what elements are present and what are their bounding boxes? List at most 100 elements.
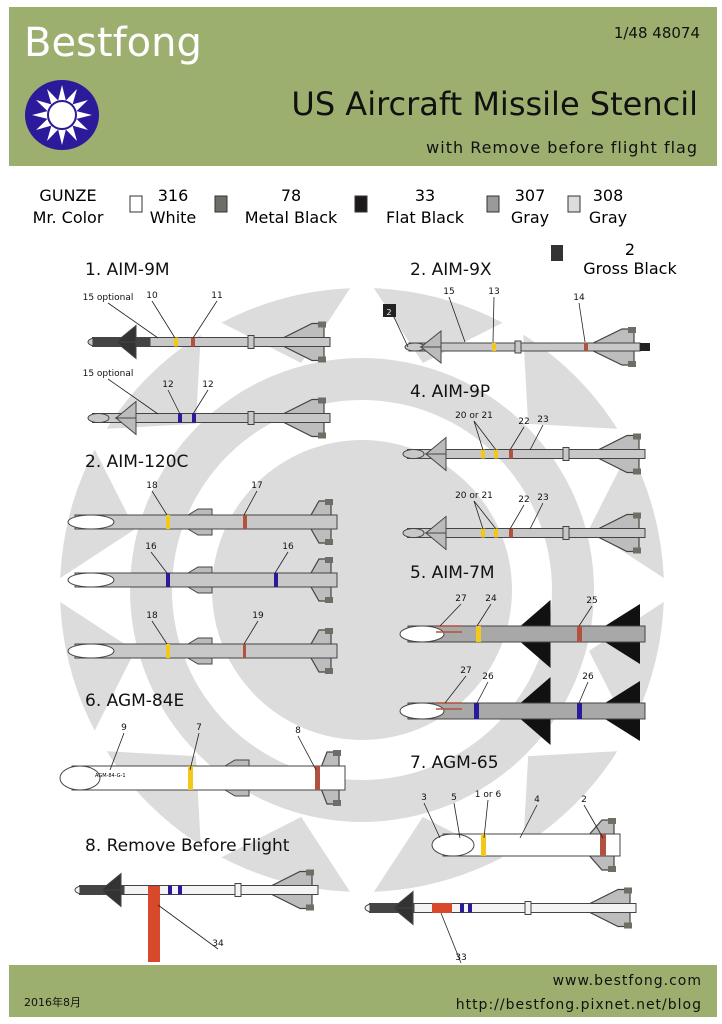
callout-number: 27 bbox=[460, 666, 471, 676]
callout-number: 16 bbox=[282, 542, 294, 552]
callout-number: 15 optional bbox=[83, 293, 134, 303]
paint-swatch bbox=[354, 195, 368, 213]
legend-brand: GUNZE bbox=[39, 186, 96, 205]
stencil-band bbox=[468, 903, 472, 913]
stencil-band bbox=[168, 885, 172, 895]
footer-blog-link[interactable]: http://bestfong.pixnet.net/blog bbox=[456, 997, 702, 1013]
stencil-band bbox=[166, 515, 170, 529]
section-title: 8. Remove Before Flight bbox=[85, 836, 290, 856]
stencil-band bbox=[191, 337, 195, 347]
page-title: US Aircraft Missile Stencil bbox=[291, 85, 698, 123]
stencil-band bbox=[481, 528, 485, 538]
paint-swatch bbox=[129, 195, 143, 213]
stencil-band bbox=[492, 343, 496, 351]
header-banner bbox=[9, 7, 717, 166]
stencil-band bbox=[274, 573, 278, 587]
stencil-band bbox=[315, 766, 320, 790]
paint-name: Flat Black bbox=[386, 208, 465, 227]
stencil-band bbox=[481, 449, 485, 459]
stencil-band bbox=[494, 449, 498, 459]
section-title: 7. AGM-65 bbox=[410, 753, 499, 773]
background-emblem bbox=[42, 270, 682, 910]
section-title: 6. AGM-84E bbox=[85, 691, 184, 711]
brand-logo: Bestfong bbox=[24, 20, 202, 66]
callout-number: 33 bbox=[455, 953, 466, 963]
callout-number: 11 bbox=[211, 291, 222, 301]
callout-number: 8 bbox=[295, 726, 301, 736]
paint-code: 78 bbox=[281, 186, 301, 205]
stencil-band bbox=[178, 413, 182, 423]
paint-code: 307 bbox=[515, 186, 546, 205]
section-title: 2. AIM-9X bbox=[410, 260, 492, 280]
callout-number: 16 bbox=[145, 542, 157, 552]
callout-number: 3 bbox=[421, 793, 427, 803]
paint-swatch bbox=[486, 195, 500, 213]
stencil-text: AGM-84-G-1 bbox=[95, 773, 126, 779]
stencil-band bbox=[474, 703, 479, 719]
callout-number: 34 bbox=[212, 939, 224, 949]
missile-aim-9x bbox=[404, 327, 641, 367]
stencil-band bbox=[600, 834, 606, 856]
stencil-band bbox=[577, 626, 582, 642]
callout-number: 15 bbox=[443, 287, 454, 297]
missile-agm-84e bbox=[59, 750, 346, 806]
callout-number: 23 bbox=[537, 493, 548, 503]
paint-name: Gray bbox=[511, 208, 549, 227]
section-title: 2. AIM-120C bbox=[85, 452, 188, 472]
page-subtitle: with Remove before flight flag bbox=[426, 138, 698, 157]
callout-number: 26 bbox=[482, 672, 494, 682]
missile-aim-7m bbox=[399, 600, 646, 668]
stencil-band bbox=[509, 449, 513, 459]
callout-number: 22 bbox=[518, 495, 529, 505]
missile-agm-65 bbox=[431, 818, 621, 872]
stencil-band bbox=[174, 337, 178, 347]
stencil-band bbox=[460, 903, 464, 913]
stencil-band bbox=[509, 528, 513, 538]
stencil-band bbox=[166, 573, 170, 587]
paint-swatch bbox=[551, 245, 563, 261]
stencil-band bbox=[188, 766, 193, 790]
missile-aim-9m bbox=[87, 321, 331, 363]
section-title: 1. AIM-9M bbox=[85, 260, 170, 280]
callout-number: 25 bbox=[586, 596, 597, 606]
stencil-band bbox=[243, 515, 247, 529]
stencil-band bbox=[584, 343, 588, 351]
sun-emblem-icon bbox=[25, 80, 99, 150]
callout-number: 24 bbox=[485, 594, 497, 604]
missile-aim-120c bbox=[67, 499, 338, 545]
section-title: 4. AIM-9P bbox=[410, 382, 490, 402]
callout-number: 13 bbox=[488, 287, 499, 297]
paint-swatch bbox=[214, 195, 228, 213]
callout-number: 4 bbox=[534, 795, 540, 805]
stencil-band bbox=[243, 644, 246, 658]
paint-name: Gross Black bbox=[583, 259, 677, 278]
footer-website-link[interactable]: www.bestfong.com bbox=[553, 973, 702, 989]
paint-code: 316 bbox=[158, 186, 189, 205]
remove-before-flight-flag bbox=[432, 903, 452, 913]
callout-number: 2 bbox=[386, 308, 391, 317]
paint-code: 33 bbox=[415, 186, 435, 205]
stencil-band bbox=[476, 626, 481, 642]
callout-number: 14 bbox=[573, 293, 585, 303]
paint-name: Gray bbox=[589, 208, 627, 227]
paint-name: White bbox=[150, 208, 197, 227]
callout-number: 17 bbox=[251, 481, 262, 491]
missile-aim-120c bbox=[67, 557, 338, 603]
callout-number: 26 bbox=[582, 672, 594, 682]
callout-number: 27 bbox=[455, 594, 466, 604]
missile-diagrams: AGM-84-G-1 bbox=[59, 304, 650, 962]
callout-number: 10 bbox=[146, 291, 158, 301]
stencil-band bbox=[178, 885, 182, 895]
callout-number: 1 or 6 bbox=[475, 790, 502, 800]
callout-number: 12 bbox=[162, 380, 173, 390]
scale-code: 1/48 48074 bbox=[614, 24, 700, 42]
gross-black-marker bbox=[383, 304, 396, 317]
callout-number: 20 or 21 bbox=[455, 411, 493, 421]
stencil-band bbox=[166, 644, 170, 658]
missile-remove-before-flight bbox=[74, 869, 319, 911]
footer-banner bbox=[9, 965, 717, 1017]
missile-aim-9p bbox=[402, 512, 646, 554]
